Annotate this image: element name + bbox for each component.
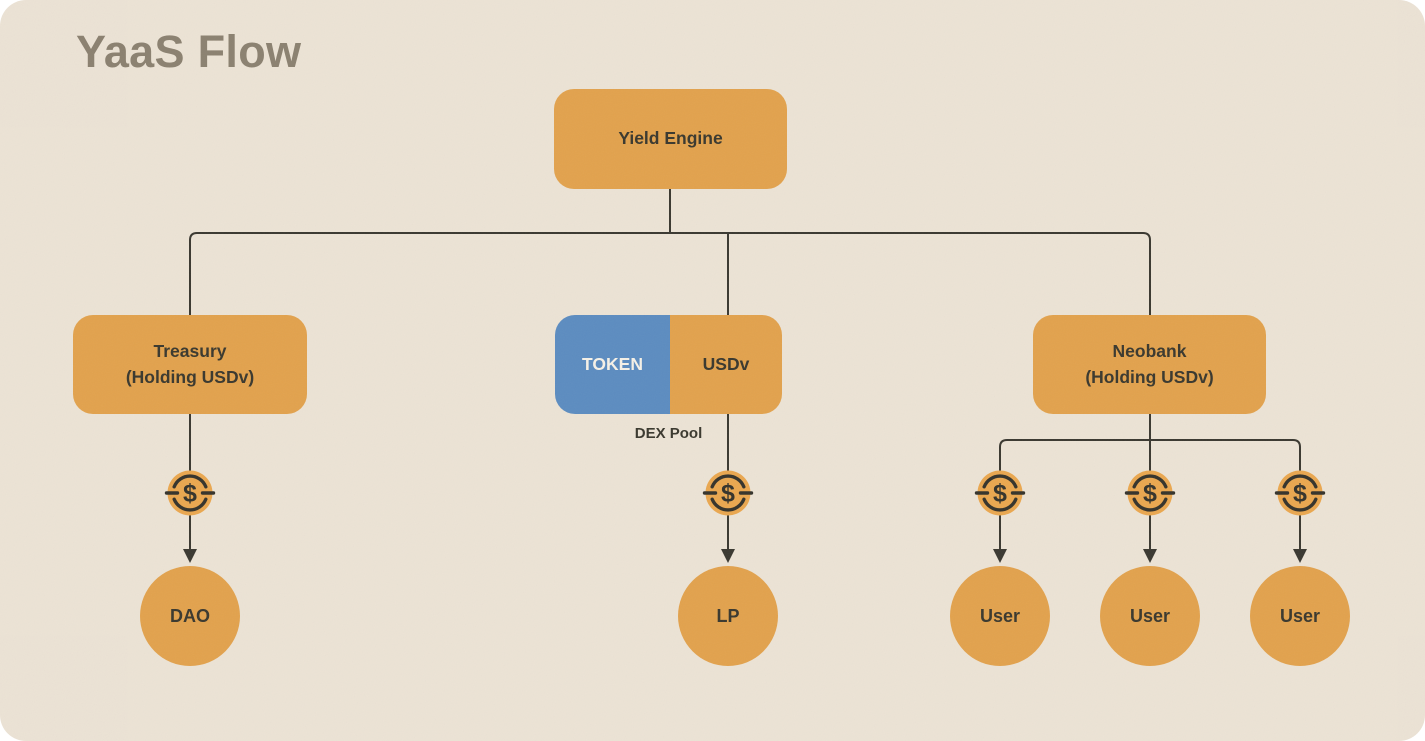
arrow-head-user-3 [1293,549,1307,563]
dollar-sign-glyph: $ [1293,480,1307,508]
branch-main-rail [189,232,1151,316]
dex-usdv-label: USDv [702,354,750,374]
dollar-coin-icon: $ [974,470,1026,516]
dollar-coin-icon: $ [702,470,754,516]
node-treasury-label-line1: Treasury [153,341,227,362]
node-dex-pool: TOKEN USDv [555,315,782,414]
node-user-2-label: User [1129,605,1171,626]
dex-usdv-half: USDv [670,315,782,414]
dollar-sign-glyph: $ [1143,480,1157,508]
node-lp: LP [678,566,778,666]
dex-token-label: TOKEN [582,354,643,374]
arrow-head-user-1 [993,549,1007,563]
dollar-sign-glyph: $ [721,480,735,508]
arrow-head-user-2 [1143,549,1157,563]
node-neobank-label-line1: Neobank [1112,341,1187,362]
node-yield-engine-label: Yield Engine [618,128,723,149]
dex-token-half: TOKEN [555,315,670,414]
node-lp-label: LP [716,605,740,626]
node-user-1-label: User [979,605,1021,626]
node-neobank-label-line2: (Holding USDv) [1085,366,1214,387]
node-dao: DAO [140,566,240,666]
node-yield-engine: Yield Engine [554,89,787,189]
arrow-head-dao [183,549,197,563]
node-treasury: Treasury (Holding USDv) [73,315,307,414]
node-user-2: User [1100,566,1200,666]
node-dao-label: DAO [170,605,210,626]
dollar-coin-icon: $ [164,470,216,516]
node-neobank: Neobank (Holding USDv) [1033,315,1266,414]
node-user-3: User [1250,566,1350,666]
dollar-coin-icon: $ [1124,470,1176,516]
arrow-head-lp [721,549,735,563]
node-treasury-label-line2: (Holding USDv) [125,366,255,387]
node-user-1: User [950,566,1050,666]
dollar-coin-icon: $ [1274,470,1326,516]
arrow-heads [183,549,1307,563]
dollar-sign-glyph: $ [183,480,197,508]
dex-pool-caption: DEX Pool [634,425,703,442]
coin-icons: $ $ $ [164,470,1326,516]
dollar-sign-glyph: $ [993,480,1007,508]
node-user-3-label: User [1279,605,1321,626]
